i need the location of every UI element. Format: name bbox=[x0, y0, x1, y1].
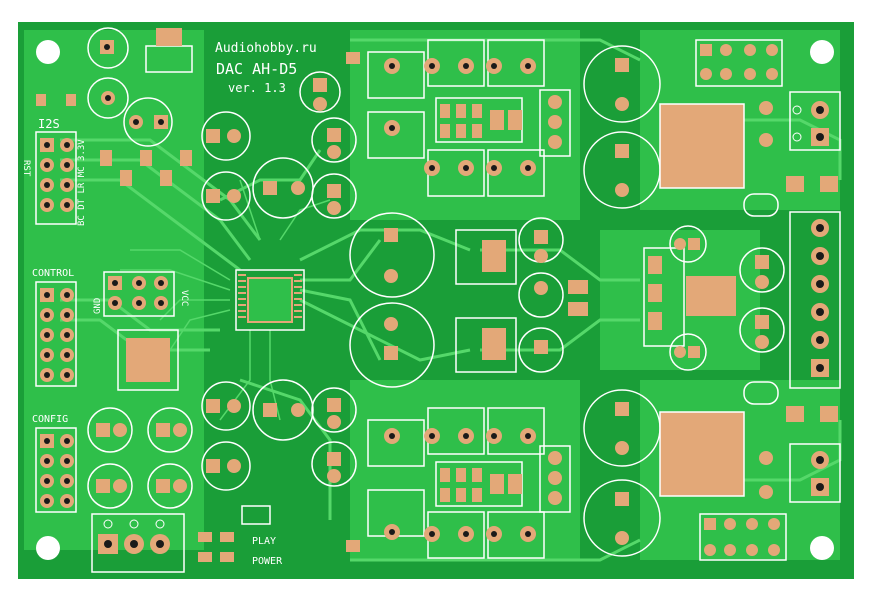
ldo-regulators bbox=[455, 229, 588, 373]
config-header bbox=[35, 427, 77, 513]
right-terminals bbox=[743, 91, 841, 503]
control-label: CONTROL bbox=[32, 268, 74, 279]
upper-output-stage bbox=[299, 39, 571, 197]
play-label: PLAY bbox=[252, 536, 276, 547]
board-model: DAC AH-D5 bbox=[216, 60, 297, 78]
mcu-qfn-chip bbox=[117, 329, 179, 391]
power-label: POWER bbox=[252, 556, 283, 567]
dac-qfp-chip bbox=[235, 269, 305, 331]
power-modules bbox=[643, 103, 785, 497]
copper-traces bbox=[60, 38, 842, 562]
rst-label: RST bbox=[21, 160, 31, 177]
i2s-label: I2S bbox=[38, 117, 60, 131]
dac-capacitors bbox=[87, 111, 357, 509]
dac-capacitor-pads bbox=[96, 128, 341, 493]
lower-output-stage bbox=[346, 407, 571, 559]
top-left-components bbox=[36, 27, 193, 186]
power-terminal bbox=[91, 505, 271, 573]
silkscreen-labels: Audiohobby.ru DAC AH-D5 ver. 1.3 I2S RST… bbox=[21, 41, 317, 567]
board-title: Audiohobby.ru bbox=[215, 41, 317, 56]
regulator-capacitors bbox=[349, 212, 564, 388]
config-label: CONFIG bbox=[32, 414, 68, 425]
control-header bbox=[35, 281, 77, 387]
bulk-capacitors bbox=[583, 45, 661, 557]
gnd-label: GND bbox=[93, 298, 103, 314]
gnd-vcc-header bbox=[103, 271, 175, 317]
pin-labels: BC DT LR MC 3.3V bbox=[77, 139, 87, 226]
board-version: ver. 1.3 bbox=[228, 81, 286, 95]
mounting-holes bbox=[36, 40, 834, 560]
i2s-header bbox=[35, 131, 77, 225]
top-right-header bbox=[695, 39, 787, 561]
vcc-label: VCC bbox=[179, 290, 189, 306]
